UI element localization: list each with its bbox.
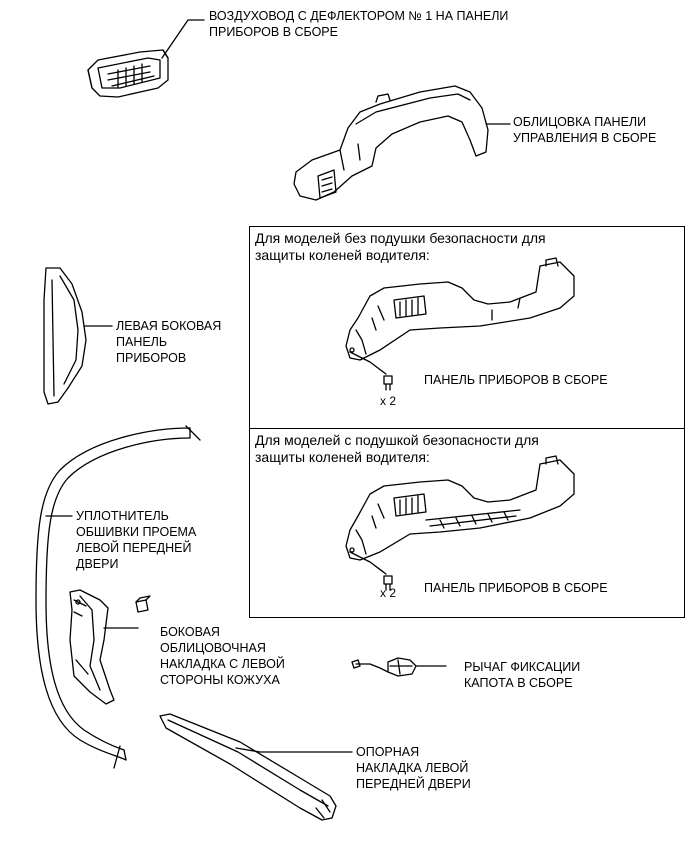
- label-door-scuff-plate-line1: ОПОРНАЯ: [356, 745, 420, 759]
- label-vent-duct-line2: ПРИБОРОВ В СБОРЕ: [209, 25, 338, 39]
- label-door-weatherstrip: УПЛОТНИТЕЛЬ ОБШИВКИ ПРОЕМА ЛЕВОЙ ПЕРЕДНЕ…: [76, 508, 196, 572]
- cowl-side-trim-illustration: [69, 589, 115, 705]
- label-door-weatherstrip-line2: ОБШИВКИ ПРОЕМА: [76, 525, 197, 539]
- label-door-scuff-plate-line3: ПЕРЕДНЕЙ ДВЕРИ: [356, 777, 471, 791]
- label-door-scuff-plate: ОПОРНАЯ НАКЛАДКА ЛЕВОЙ ПЕРЕДНЕЙ ДВЕРИ: [356, 744, 471, 792]
- bolt-bottom-illustration: [383, 575, 393, 591]
- label-left-side-panel-line1: ЛЕВАЯ БОКОВАЯ: [116, 319, 222, 333]
- label-left-side-panel-line2: ПАНЕЛЬ: [116, 335, 168, 349]
- leader-bolt-top: [349, 351, 387, 375]
- clip-illustration: [135, 595, 151, 613]
- leader-bolt-bottom: [349, 551, 387, 575]
- box-title-without-airbag-line1: Для моделей без подушки безопасности для: [255, 230, 546, 246]
- box-title-without-airbag-line2: защиты коленей водителя:: [255, 247, 430, 263]
- label-cowl-side-trim-line4: СТОРОНЫ КОЖУХА: [160, 673, 280, 687]
- instrument-panel-no-airbag-illustration: [345, 257, 575, 361]
- box-title-without-airbag: Для моделей без подушки безопасности для…: [255, 230, 546, 264]
- label-cowl-side-trim: БОКОВАЯ ОБЛИЦОВОЧНАЯ НАКЛАДКА С ЛЕВОЙ СТ…: [160, 624, 285, 688]
- bolt-top-illustration: [383, 375, 393, 391]
- hood-lock-lever-illustration: [351, 657, 417, 677]
- control-panel-trim-illustration: [293, 85, 489, 201]
- label-control-panel-trim-line2: УПРАВЛЕНИЯ В СБОРЕ: [513, 131, 657, 145]
- label-control-panel-trim-line1: ОБЛИЦОВКА ПАНЕЛИ: [513, 115, 647, 129]
- label-left-side-panel: ЛЕВАЯ БОКОВАЯ ПАНЕЛЬ ПРИБОРОВ: [116, 318, 221, 366]
- box-title-with-airbag: Для моделей с подушкой безопасности для …: [255, 432, 539, 466]
- label-cowl-side-trim-line1: БОКОВАЯ: [160, 625, 220, 639]
- label-vent-duct-line1: ВОЗДУХОВОД С ДЕФЛЕКТОРОМ № 1 НА ПАНЕЛИ: [209, 9, 509, 23]
- box-title-with-airbag-line2: защиты коленей водителя:: [255, 449, 430, 465]
- quantity-bolts-with-airbag: x 2: [380, 586, 397, 600]
- label-instrument-panel-with-airbag: ПАНЕЛЬ ПРИБОРОВ В СБОРЕ: [424, 581, 608, 595]
- label-hood-lock-lever-line1: РЫЧАГ ФИКСАЦИИ: [464, 660, 581, 674]
- box-title-with-airbag-line1: Для моделей с подушкой безопасности для: [255, 432, 539, 448]
- label-vent-duct: ВОЗДУХОВОД С ДЕФЛЕКТОРОМ № 1 НА ПАНЕЛИ П…: [209, 8, 508, 40]
- quantity-bolts-no-airbag: x 2: [380, 394, 397, 408]
- door-scuff-plate-illustration: [159, 713, 337, 821]
- label-door-weatherstrip-line3: ЛЕВОЙ ПЕРЕДНЕЙ: [76, 541, 192, 555]
- label-cowl-side-trim-line3: НАКЛАДКА С ЛЕВОЙ: [160, 657, 285, 671]
- variant-box-with-airbag: [249, 428, 685, 618]
- label-door-scuff-plate-line2: НАКЛАДКА ЛЕВОЙ: [356, 761, 469, 775]
- instrument-panel-with-airbag-illustration: [345, 455, 575, 561]
- label-instrument-panel-no-airbag: ПАНЕЛЬ ПРИБОРОВ В СБОРЕ: [424, 373, 608, 387]
- door-weatherstrip-illustration: [35, 425, 201, 769]
- label-hood-lock-lever-line2: КАПОТА В СБОРЕ: [464, 676, 573, 690]
- label-door-weatherstrip-line1: УПЛОТНИТЕЛЬ: [76, 509, 169, 523]
- left-side-panel-illustration: [43, 267, 87, 405]
- label-cowl-side-trim-line2: ОБЛИЦОВОЧНАЯ: [160, 641, 266, 655]
- label-control-panel-trim: ОБЛИЦОВКА ПАНЕЛИ УПРАВЛЕНИЯ В СБОРЕ: [513, 114, 656, 146]
- leader-vent-duct: [161, 19, 205, 59]
- label-left-side-panel-line3: ПРИБОРОВ: [116, 351, 187, 365]
- vent-duct-illustration: [87, 49, 169, 98]
- leader-door-scuff-plate: [235, 747, 353, 753]
- label-hood-lock-lever: РЫЧАГ ФИКСАЦИИ КАПОТА В СБОРЕ: [464, 659, 580, 691]
- label-door-weatherstrip-line4: ДВЕРИ: [76, 557, 119, 571]
